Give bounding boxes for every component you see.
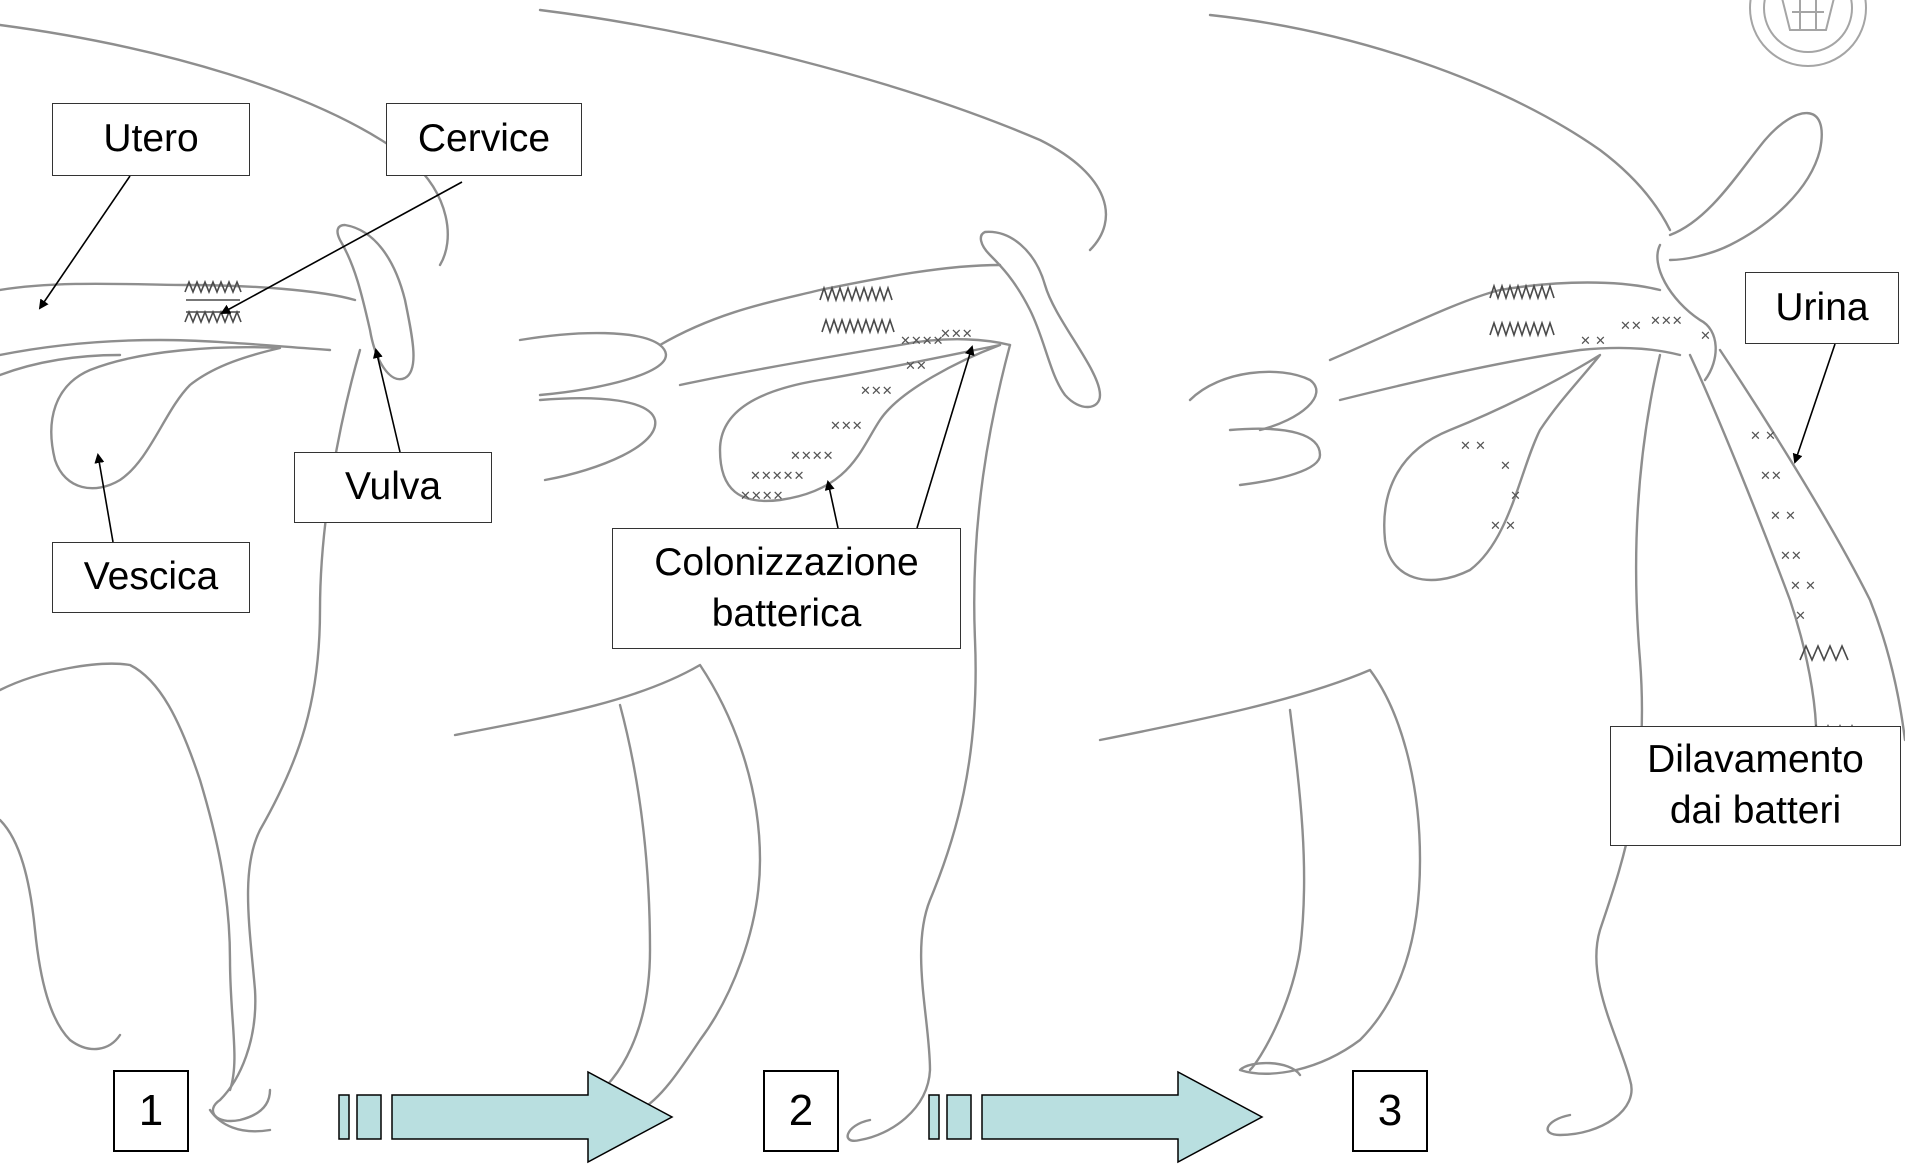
svg-text:✕: ✕ <box>1510 489 1521 504</box>
svg-text:✕✕: ✕✕ <box>1620 319 1642 334</box>
label-utero-text: Utero <box>103 114 198 165</box>
svg-text:✕✕✕✕: ✕✕✕✕ <box>900 334 944 349</box>
label-vulva: Vulva <box>294 452 492 523</box>
step-3-number: 3 <box>1378 1086 1402 1136</box>
label-cervice: Cervice <box>386 103 582 176</box>
svg-text:✕✕✕: ✕✕✕ <box>940 327 973 342</box>
label-vescica-text: Vescica <box>84 552 218 603</box>
label-urina-text: Urina <box>1775 283 1868 334</box>
label-dilavamento: Dilavamento dai batteri <box>1610 726 1901 846</box>
svg-text:✕: ✕ <box>1795 609 1806 624</box>
svg-text:✕: ✕ <box>1500 459 1511 474</box>
svg-text:✕✕✕: ✕✕✕ <box>830 419 863 434</box>
svg-text:✕ ✕: ✕ ✕ <box>1750 429 1776 444</box>
svg-text:✕✕✕: ✕✕✕ <box>860 384 893 399</box>
svg-text:✕✕✕✕✕: ✕✕✕✕✕ <box>750 469 804 484</box>
label-dilavamento-line2: dai batteri <box>1670 786 1841 837</box>
svg-text:✕✕: ✕✕ <box>1760 469 1782 484</box>
label-vescica: Vescica <box>52 542 250 613</box>
step-3-box: 3 <box>1352 1070 1428 1152</box>
step-1-number: 1 <box>139 1086 163 1136</box>
svg-text:✕✕✕✕: ✕✕✕✕ <box>740 489 784 504</box>
label-utero: Utero <box>52 103 250 176</box>
step-1-box: 1 <box>113 1070 189 1152</box>
label-urina: Urina <box>1745 272 1899 344</box>
process-arrow-2 <box>929 1072 1262 1162</box>
svg-text:✕ ✕: ✕ ✕ <box>1580 334 1606 349</box>
svg-text:✕✕: ✕✕ <box>1780 549 1802 564</box>
svg-text:✕ ✕: ✕ ✕ <box>1770 509 1796 524</box>
svg-text:✕ ✕: ✕ ✕ <box>1460 439 1486 454</box>
svg-text:✕✕✕✕: ✕✕✕✕ <box>790 449 834 464</box>
svg-text:✕✕✕: ✕✕✕ <box>1650 314 1683 329</box>
svg-text:✕ ✕: ✕ ✕ <box>1790 579 1816 594</box>
university-seal <box>1750 0 1866 66</box>
process-arrow-1 <box>339 1072 672 1162</box>
label-colonizzazione-line1: Colonizzazione <box>654 538 919 589</box>
label-vulva-text: Vulva <box>345 462 441 513</box>
svg-text:✕✕: ✕✕ <box>905 359 927 374</box>
label-colonizzazione-line2: batterica <box>712 589 862 640</box>
label-colonizzazione: Colonizzazione batterica <box>612 528 961 649</box>
step-2-box: 2 <box>763 1070 839 1152</box>
panel-3-sketch: ✕ ✕ ✕✕ ✕✕✕ ✕ ✕ ✕ ✕ ✕ ✕ ✕ ✕ ✕ ✕✕ ✕ ✕ ✕✕ ✕… <box>1100 15 1905 1135</box>
label-cervice-text: Cervice <box>418 114 550 165</box>
label-dilavamento-line1: Dilavamento <box>1647 735 1864 786</box>
svg-text:✕ ✕: ✕ ✕ <box>1490 519 1516 534</box>
step-2-number: 2 <box>789 1086 813 1136</box>
svg-text:✕: ✕ <box>1700 329 1711 344</box>
